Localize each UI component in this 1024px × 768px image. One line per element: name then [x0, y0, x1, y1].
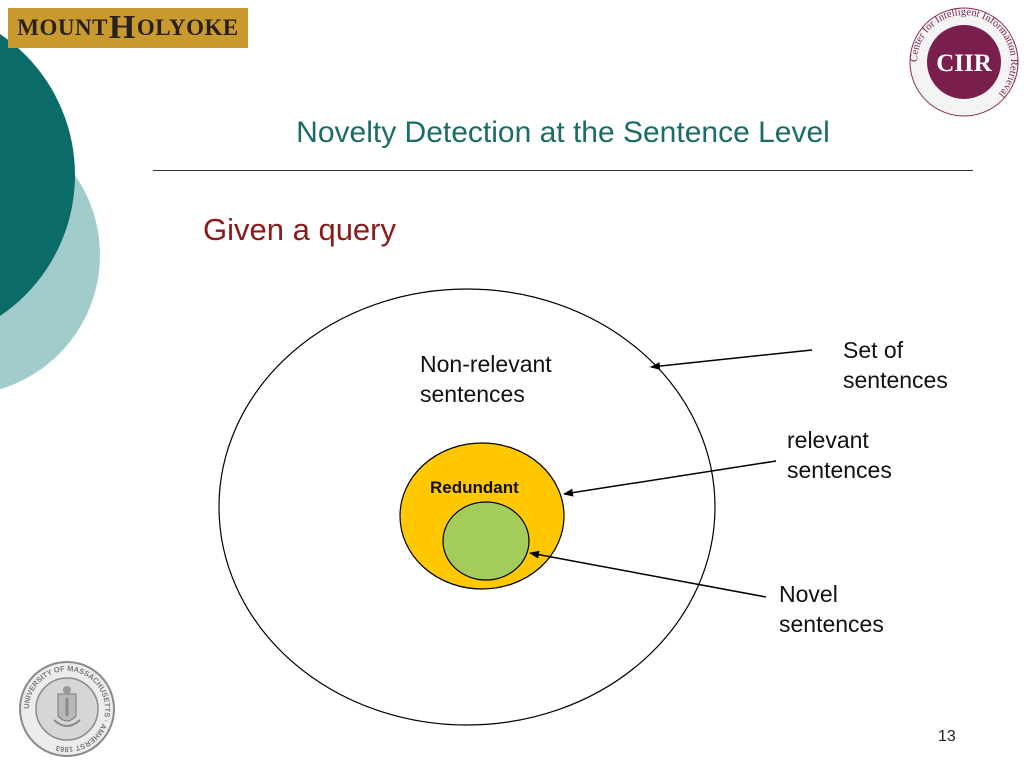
relevant-line1: relevant [787, 427, 869, 453]
ciir-logo: Center for Intelligent Information Retri… [909, 7, 1019, 117]
set-of-line2: sentences [843, 367, 948, 393]
page-number: 13 [938, 728, 956, 745]
logo-text-part2: H [108, 9, 136, 46]
redundant-label: Redundant [430, 478, 519, 497]
relevant-sentences-label: relevant sentences [787, 425, 892, 485]
novel-line1: Novel [779, 581, 838, 607]
non-relevant-line2: sentences [420, 381, 525, 407]
logo-text-part3: OLYOKE [136, 15, 239, 40]
novel-line2: sentences [779, 611, 884, 637]
novel-sentences-circle [442, 501, 530, 581]
umass-seal: UNIVERSITY OF MASSACHUSETTS · AMHERST 18… [19, 661, 115, 757]
title-divider [153, 170, 973, 171]
arrow-novel-sentences [529, 550, 767, 598]
arrow-set-of-sentences [650, 349, 813, 371]
set-of-sentences-label: Set of sentences [843, 335, 948, 395]
dark-teal-circle [0, 34, 75, 316]
relevant-line2: sentences [787, 457, 892, 483]
ciir-abbr: CIIR [936, 50, 993, 77]
set-of-sentences-ellipse [218, 288, 716, 726]
set-of-line1: Set of [843, 337, 904, 363]
novel-sentences-label: Novel sentences [779, 579, 884, 639]
arrow-relevant-sentences [563, 460, 777, 497]
slide-title: Novelty Detection at the Sentence Level [296, 116, 830, 149]
non-relevant-label: Non-relevant sentences [420, 349, 552, 409]
slide-subtitle: Given a query [203, 212, 396, 247]
non-relevant-line1: Non-relevant [420, 351, 552, 377]
logo-text-part1: MOUNT [17, 15, 108, 40]
